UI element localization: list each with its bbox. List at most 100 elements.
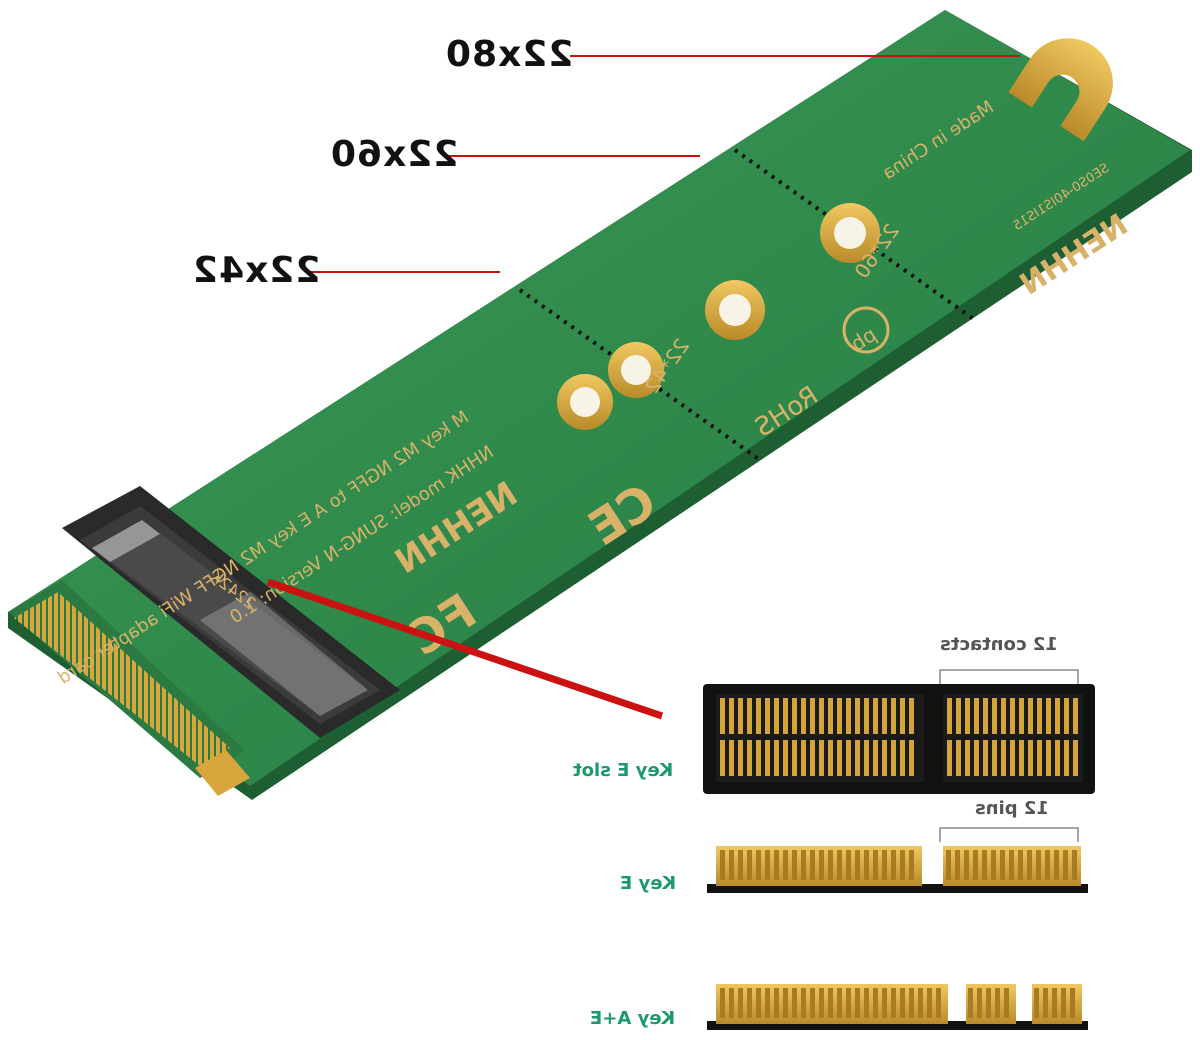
pin — [900, 850, 905, 880]
pin — [765, 740, 770, 776]
slot-pins — [720, 698, 1078, 776]
pin — [1028, 740, 1033, 776]
pin — [991, 850, 996, 880]
pin — [792, 740, 797, 776]
pin — [946, 850, 951, 880]
pin — [1037, 698, 1042, 734]
pin — [774, 850, 779, 880]
pin — [1019, 698, 1024, 734]
pin — [947, 740, 952, 776]
pin — [1045, 850, 1050, 880]
pin — [855, 740, 860, 776]
pin — [747, 740, 752, 776]
pin — [986, 988, 991, 1018]
label-22x42: 22x42 — [192, 250, 321, 291]
pin — [992, 698, 997, 734]
pin — [1010, 698, 1015, 734]
pin — [891, 698, 896, 734]
pcb-board: 2242K M key M2 NGFF to A E key M2 NGFF W… — [8, 10, 1192, 800]
pin — [774, 698, 779, 734]
pin — [956, 740, 961, 776]
pin — [1028, 698, 1033, 734]
pin — [729, 988, 734, 1018]
pin — [1027, 850, 1032, 880]
key-e-label: Key E — [620, 873, 677, 894]
pin — [738, 698, 743, 734]
key-e-diagram — [707, 827, 1088, 893]
pin — [882, 988, 887, 1018]
pin — [783, 740, 788, 776]
pin — [756, 740, 761, 776]
pin — [882, 850, 887, 880]
pin — [756, 988, 761, 1018]
pin — [1073, 698, 1078, 734]
pin — [864, 740, 869, 776]
pin — [900, 698, 905, 734]
pin — [936, 988, 941, 1018]
pin — [837, 988, 842, 1018]
pin — [828, 988, 833, 1018]
pin — [1036, 850, 1041, 880]
pin — [1046, 740, 1051, 776]
pin — [864, 698, 869, 734]
pin — [891, 850, 896, 880]
pin — [1064, 698, 1069, 734]
pin — [891, 740, 896, 776]
pin — [747, 698, 752, 734]
label-22x60: 22x60 — [330, 134, 459, 175]
pin — [918, 988, 923, 1018]
pin — [977, 988, 982, 1018]
pin — [720, 698, 725, 734]
pin — [765, 850, 770, 880]
pin — [1046, 698, 1051, 734]
pin — [1073, 740, 1078, 776]
key-ae-pins — [720, 988, 1075, 1018]
pin — [992, 740, 997, 776]
pin — [774, 740, 779, 776]
pin — [756, 850, 761, 880]
pin — [720, 740, 725, 776]
pin — [792, 988, 797, 1018]
pin — [900, 740, 905, 776]
pin — [783, 850, 788, 880]
pin — [819, 850, 824, 880]
pin — [738, 988, 743, 1018]
pin — [774, 988, 779, 1018]
pin — [982, 850, 987, 880]
dimension-pointers — [305, 55, 1020, 273]
pins-bracket — [939, 827, 1079, 842]
pin — [882, 698, 887, 734]
pin — [909, 850, 914, 880]
pin — [1070, 988, 1075, 1018]
pin — [995, 988, 1000, 1018]
pin — [801, 698, 806, 734]
pin — [956, 698, 961, 734]
pin — [792, 850, 797, 880]
pin — [828, 698, 833, 734]
pin — [1061, 988, 1066, 1018]
key-e-pins — [720, 850, 1077, 880]
pin — [810, 698, 815, 734]
contacts-bracket — [939, 669, 1079, 684]
pin — [747, 850, 752, 880]
pin — [973, 850, 978, 880]
key-e-slot-diagram — [703, 669, 1095, 794]
pin — [783, 698, 788, 734]
pin — [846, 698, 851, 734]
pin — [909, 988, 914, 1018]
pin — [983, 740, 988, 776]
pin — [873, 850, 878, 880]
pin — [964, 850, 969, 880]
pin — [846, 740, 851, 776]
pin — [738, 850, 743, 880]
pin — [909, 740, 914, 776]
connector-pointer — [266, 578, 664, 720]
pin — [801, 850, 806, 880]
pin — [819, 988, 824, 1018]
pin — [765, 988, 770, 1018]
pin — [900, 988, 905, 1018]
pin — [1055, 740, 1060, 776]
pin — [1052, 988, 1057, 1018]
pin — [1034, 988, 1039, 1018]
